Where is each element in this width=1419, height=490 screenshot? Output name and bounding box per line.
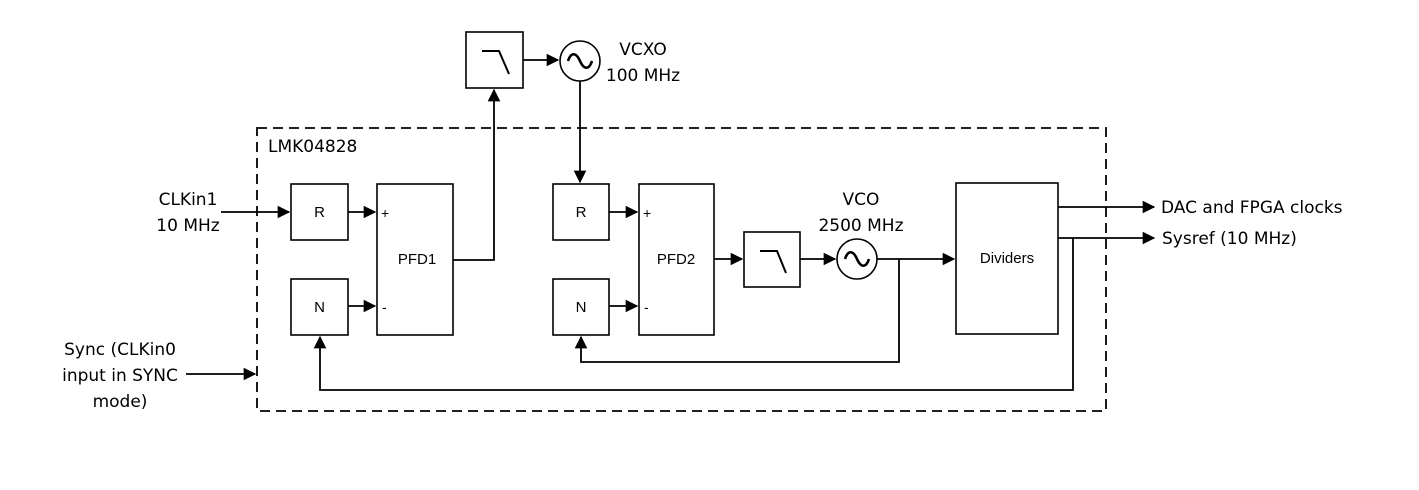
clkin1-frequency: 10 MHz xyxy=(156,216,219,236)
sine-wave-icon xyxy=(843,250,871,268)
pfd1-minus-sign: - xyxy=(382,299,387,315)
n1-label: N xyxy=(314,299,325,316)
vcxo-label: VCXO xyxy=(619,40,666,60)
vco-oscillator xyxy=(836,238,878,280)
sync-label-line3: mode) xyxy=(93,392,148,412)
chip-label: LMK04828 xyxy=(268,137,357,157)
n2-label: N xyxy=(576,299,587,316)
pfd1-plus-sign: + xyxy=(381,205,389,221)
lowpass-filter-icon xyxy=(760,250,787,274)
dac-fpga-clocks-label: DAC and FPGA clocks xyxy=(1161,198,1343,218)
vcxo-frequency: 100 MHz xyxy=(606,66,680,86)
sysref-label: Sysref (10 MHz) xyxy=(1162,229,1297,249)
internal-loop-filter xyxy=(743,231,801,288)
pfd2-block xyxy=(638,183,715,336)
sync-label-line1: Sync (CLKin0 xyxy=(64,340,176,360)
chip-boundary xyxy=(256,127,1107,412)
vcxo-oscillator xyxy=(559,40,601,82)
signal-wires xyxy=(186,53,1156,391)
pfd2-minus-sign: - xyxy=(644,299,649,315)
pfd2-plus-sign: + xyxy=(643,205,651,221)
r2-divider-block xyxy=(552,183,610,241)
n1-divider-block xyxy=(290,278,349,336)
vco-frequency: 2500 MHz xyxy=(818,216,903,236)
clkin1-label: CLKin1 xyxy=(159,190,218,210)
pfd1-block xyxy=(376,183,454,336)
dividers-block xyxy=(955,182,1059,335)
dividers-label: Dividers xyxy=(980,250,1034,267)
external-loop-filter xyxy=(465,31,524,89)
n2-divider-block xyxy=(552,278,610,336)
lowpass-filter-icon xyxy=(482,50,510,75)
sync-label-line2: input in SYNC xyxy=(62,366,178,386)
r1-divider-block xyxy=(290,183,349,241)
pfd1-label: PFD1 xyxy=(398,251,436,268)
pfd2-label: PFD2 xyxy=(657,251,695,268)
r2-label: R xyxy=(576,204,587,221)
vco-label: VCO xyxy=(843,190,880,210)
r1-label: R xyxy=(314,204,325,221)
sine-wave-icon xyxy=(566,52,594,70)
